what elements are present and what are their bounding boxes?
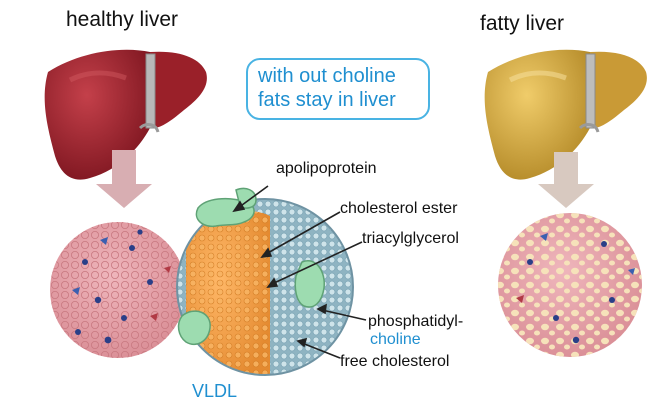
label-choline: choline bbox=[370, 331, 421, 348]
pointer-lines bbox=[232, 185, 367, 359]
callout-line-2: fats stay in liver bbox=[258, 89, 396, 111]
label-free-cholesterol: free cholesterol bbox=[340, 353, 450, 370]
label-vldl: VLDL bbox=[192, 381, 238, 401]
fatty-tissue bbox=[498, 213, 642, 357]
label-apolipoprotein: apolipoprotein bbox=[276, 160, 377, 177]
label-triacylglycerol: triacylglycerol bbox=[362, 230, 459, 247]
label-cholesterol-ester: cholesterol ester bbox=[340, 200, 458, 217]
vldl-particle bbox=[176, 187, 354, 376]
healthy-down-arrow bbox=[96, 150, 152, 208]
healthy-liver-title: healthy liver bbox=[66, 8, 179, 31]
fatty-down-arrow bbox=[538, 152, 594, 208]
fatty-liver-title: fatty liver bbox=[480, 12, 565, 35]
label-phosphatidyl: phosphatidyl- bbox=[368, 313, 464, 330]
choline-callout: with out choline fats stay in liver bbox=[246, 58, 430, 120]
healthy-tissue bbox=[50, 222, 186, 358]
callout-line-1: with out choline bbox=[258, 65, 396, 87]
fatty-liver bbox=[484, 49, 647, 180]
healthy-liver bbox=[44, 49, 207, 180]
